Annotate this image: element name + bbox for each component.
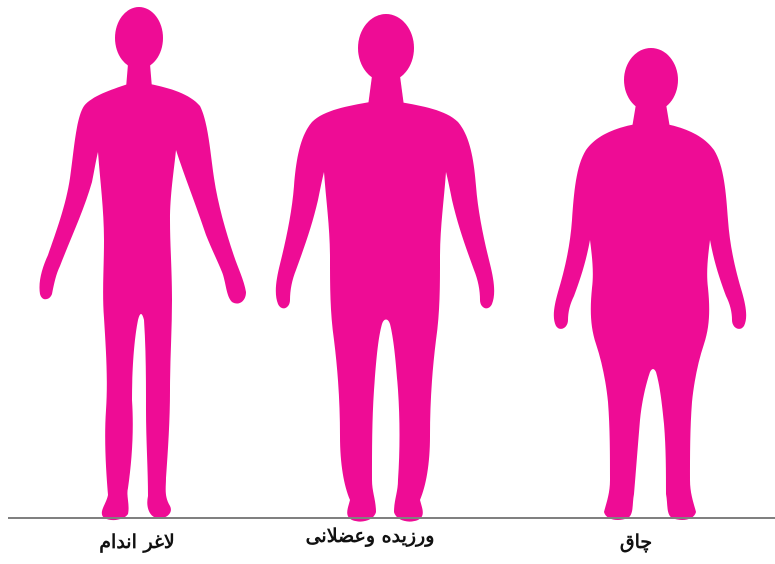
- fat-body-silhouette: [554, 48, 746, 520]
- muscular-body-silhouette: [276, 14, 494, 522]
- muscular-label: ورزیده وعضلانی: [306, 524, 435, 548]
- thin-body-silhouette: [39, 7, 246, 520]
- fat-label: چاق: [620, 530, 652, 554]
- thin-label: لاغر اندام: [99, 530, 174, 554]
